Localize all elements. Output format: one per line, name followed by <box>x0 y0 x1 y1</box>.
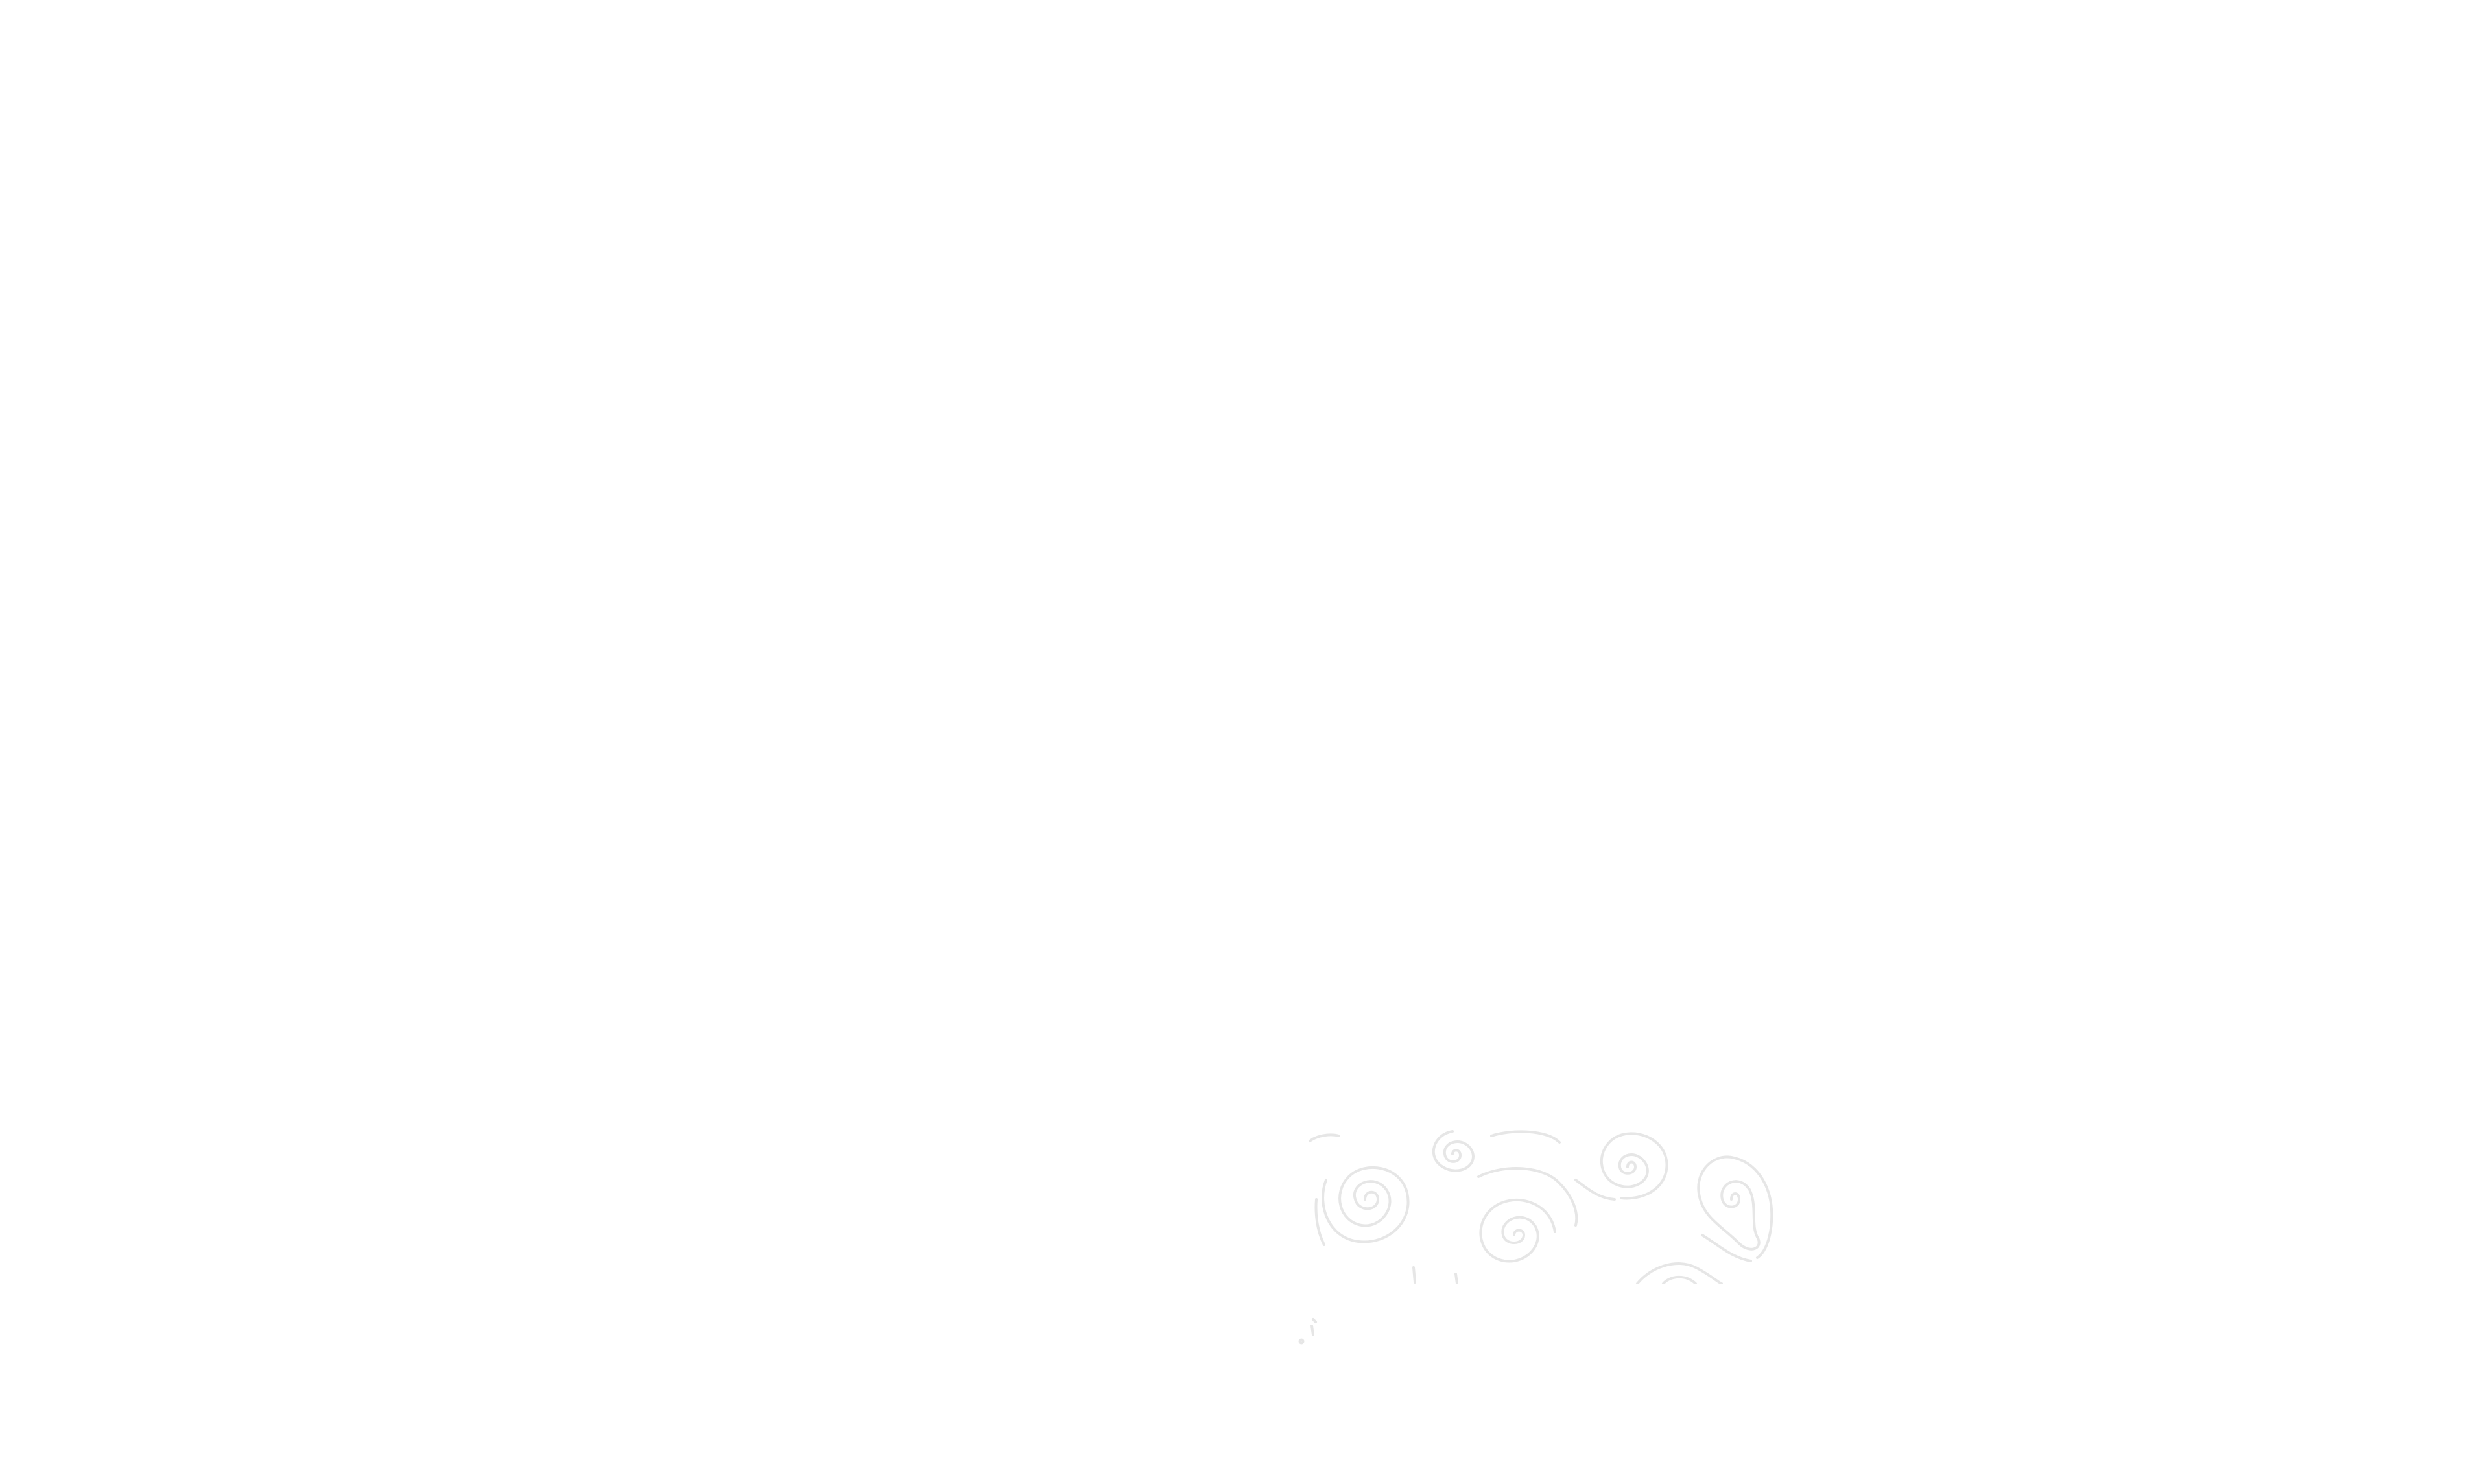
arc-1 <box>1490 1130 1561 1144</box>
spiral-1 <box>1322 1166 1410 1243</box>
dash-2 <box>1412 1266 1416 1284</box>
arc-4 <box>1636 1262 1723 1284</box>
stray-mark-1 <box>1310 1325 1314 1336</box>
arc-3 <box>1574 1179 1616 1201</box>
stray-dot-marks <box>1294 1313 1333 1352</box>
stray-dot <box>1298 1338 1305 1345</box>
spiral-3 <box>1479 1199 1556 1263</box>
spiral-5 <box>1697 1155 1773 1259</box>
spiral-4 <box>1600 1132 1668 1200</box>
arc-8 <box>1314 1198 1325 1246</box>
arc-5 <box>1662 1275 1697 1284</box>
stray-mark-2 <box>1312 1318 1317 1323</box>
swirl-pattern-decoration <box>1303 1128 1796 1284</box>
arc-6 <box>1701 1234 1752 1262</box>
arc-7 <box>1309 1133 1340 1142</box>
spiral-2 <box>1432 1130 1475 1172</box>
arc-2 <box>1477 1167 1578 1227</box>
dash-1 <box>1454 1273 1458 1284</box>
